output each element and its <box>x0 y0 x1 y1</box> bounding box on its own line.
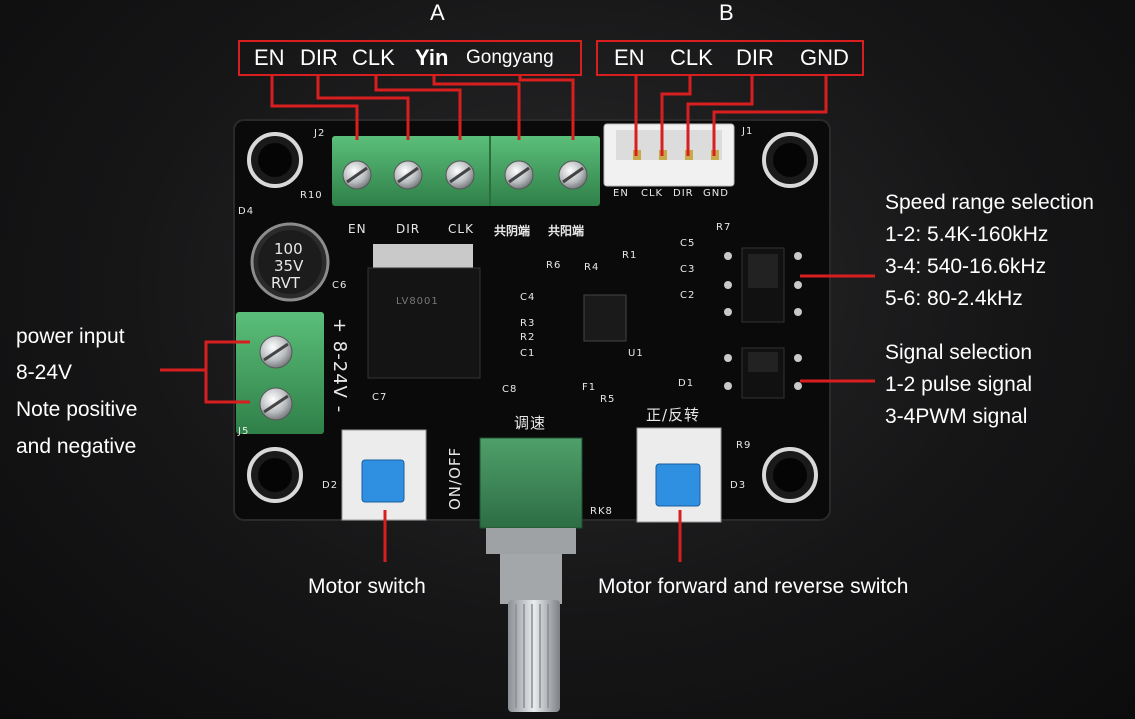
ref-r7: R7 <box>716 222 732 233</box>
ref-j2: J2 <box>314 128 326 139</box>
cap-line-3: RVT <box>271 274 301 292</box>
ref-r5: R5 <box>600 394 616 405</box>
ref-f1: F1 <box>582 382 597 393</box>
power-line-3: Note positive <box>16 398 138 421</box>
direction-silk: 正/反转 <box>646 406 701 424</box>
signal-line-2: 3-4PWM signal <box>885 405 1028 428</box>
silk-jst-gnd: GND <box>703 188 729 199</box>
screw-terminal-a <box>332 136 600 206</box>
signal-line-1: 1-2 pulse signal <box>885 373 1033 396</box>
ref-r3: R3 <box>520 318 536 329</box>
ref-c6: C6 <box>332 280 348 291</box>
pin-b-clk: CLK <box>670 45 713 70</box>
silk-jst-dir: DIR <box>673 188 694 199</box>
forward-reverse-label: Motor forward and reverse switch <box>598 575 909 598</box>
ref-c2: C2 <box>680 290 696 301</box>
capacitor-c6 <box>250 222 330 302</box>
speed-potentiometer <box>479 437 583 712</box>
ref-r1: R1 <box>622 250 638 261</box>
ref-c7: C7 <box>372 392 388 403</box>
pin-a-en: EN <box>254 45 285 70</box>
speed-line-1: 1-2: 5.4K-160kHz <box>885 223 1049 246</box>
pin-a-gongyang: Gongyang <box>466 47 554 68</box>
silk-terminal-en: EN <box>348 222 367 236</box>
chip-silk: LV8001 <box>396 296 439 307</box>
driver-ic <box>583 294 627 342</box>
power-line-4: and negative <box>16 435 137 458</box>
pin-a-dir: DIR <box>300 45 338 70</box>
silk-jst-clk: CLK <box>641 188 664 199</box>
power-line-2: 8-24V <box>16 361 73 384</box>
pin-b-dir: DIR <box>736 45 774 70</box>
ref-c1: C1 <box>520 348 536 359</box>
ref-d4: D4 <box>238 206 255 217</box>
speed-knob-silk: 调速 <box>514 414 547 432</box>
ref-d3: D3 <box>730 480 747 491</box>
silk-terminal-clk: CLK <box>448 222 474 236</box>
power-line-1: power input <box>16 325 125 348</box>
ref-r6: R6 <box>546 260 562 271</box>
ref-c3: C3 <box>680 264 696 275</box>
pin-b-en: EN <box>614 45 645 70</box>
ref-j5: J5 <box>238 426 250 437</box>
power-terminal <box>236 312 324 434</box>
motor-switch-button <box>341 429 427 521</box>
ref-r2: R2 <box>520 332 536 343</box>
voltage-regulator <box>367 244 481 379</box>
ref-r10: R10 <box>300 190 323 201</box>
speed-title: Speed range selection <box>885 191 1094 214</box>
speed-line-2: 3-4: 540-16.6kHz <box>885 255 1047 278</box>
pin-b-gnd: GND <box>800 45 849 70</box>
ref-d1: D1 <box>678 378 695 389</box>
silk-terminal-dir: DIR <box>396 222 421 236</box>
connector-b-box <box>596 40 864 76</box>
signal-title: Signal selection <box>885 341 1033 364</box>
mounting-holes <box>247 132 818 503</box>
connector-a-box <box>238 40 582 76</box>
ref-d2: D2 <box>322 480 339 491</box>
ref-c8: C8 <box>502 384 518 395</box>
signal-jumper-header <box>724 347 802 399</box>
ref-j1: J1 <box>742 126 754 137</box>
ref-c5: C5 <box>680 238 696 249</box>
ref-c4: C4 <box>520 292 536 303</box>
cap-line-2: 35V <box>274 257 304 275</box>
ref-r9: R9 <box>736 440 752 451</box>
direction-switch-button <box>636 427 722 523</box>
speed-jumper-header <box>724 247 802 323</box>
on-off-silk: ON/OFF <box>446 446 464 510</box>
silk-terminal-common-cathode: 共阴端 <box>494 224 531 238</box>
power-silk: + 8-24V - <box>329 318 350 414</box>
silk-jst-en: EN <box>613 188 629 199</box>
ref-r4: R4 <box>584 262 600 273</box>
ref-u1: U1 <box>628 348 644 359</box>
pin-a-yin: Yin <box>415 45 449 70</box>
motor-switch-label: Motor switch <box>308 575 426 598</box>
cap-line-1: 100 <box>274 240 303 258</box>
silk-terminal-common-anode: 共阳端 <box>548 224 585 238</box>
annotation-lines <box>160 74 875 562</box>
ref-rk8: RK8 <box>590 506 613 517</box>
speed-line-3: 5-6: 80-2.4kHz <box>885 287 1023 310</box>
header-a: A <box>430 0 445 25</box>
pin-a-clk: CLK <box>352 45 395 70</box>
header-b: B <box>719 0 734 25</box>
